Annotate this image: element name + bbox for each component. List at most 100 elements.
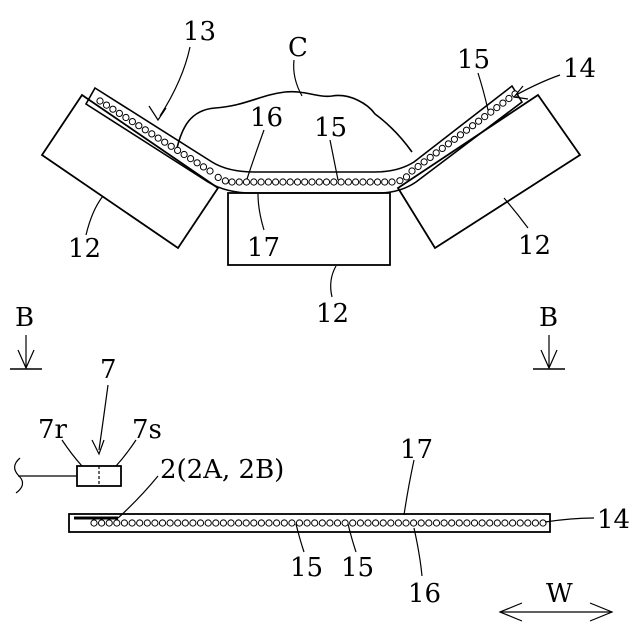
cavity-hole [479, 520, 485, 526]
cavity-hole [152, 520, 158, 526]
cavity-hole [296, 520, 302, 526]
cavity-hole [471, 520, 477, 526]
cavity-hole [294, 179, 300, 185]
label-12-right: 12 [518, 231, 551, 261]
cavity-hole [457, 132, 463, 138]
cavity-hole [215, 174, 221, 180]
cavity-hole [175, 520, 181, 526]
cavity-hole [228, 520, 234, 526]
label-14-bottom: 14 [597, 505, 630, 535]
cavity-hole [350, 520, 356, 526]
cavity-hole [418, 520, 424, 526]
cavity-hole [302, 179, 308, 185]
cavity-hole [427, 154, 433, 160]
cavity-hole [395, 520, 401, 526]
cavity-hole [327, 520, 333, 526]
cavity-hole [114, 520, 120, 526]
section-arrow-right-icon [533, 335, 565, 369]
cavity-hole [162, 139, 168, 145]
cavity-hole [149, 131, 155, 137]
cavity-hole [236, 520, 242, 526]
cavity-hole [374, 179, 380, 185]
section-arrow-left-icon [10, 335, 42, 369]
cavity-hole [91, 520, 97, 526]
cavity-hole [441, 520, 447, 526]
cavity-hole [411, 520, 417, 526]
cavity-hole [433, 150, 439, 156]
cavity-hole [388, 520, 394, 526]
cavity-hole [167, 520, 173, 526]
label-embedded-element: 2(2A, 2B) [160, 455, 284, 485]
cavity-hole [258, 179, 264, 185]
cavity-hole [159, 520, 165, 526]
cavity-hole [439, 145, 445, 151]
cavity-hole [373, 520, 379, 526]
cavity-hole [229, 179, 235, 185]
cavity-hole [532, 520, 538, 526]
cavity-hole [309, 179, 315, 185]
cavity-hole [289, 520, 295, 526]
cavity-hole [194, 160, 200, 166]
cavity-hole [487, 520, 493, 526]
cavity-hole [110, 106, 116, 112]
cavity-hole [382, 179, 388, 185]
cavity-hole [502, 520, 508, 526]
cavity-hole [222, 178, 228, 184]
cavity-hole [236, 179, 242, 185]
cavity-hole [421, 159, 427, 165]
label-15-top-right: 15 [457, 45, 490, 75]
cavity-hole [449, 520, 455, 526]
label-7s: 7s [132, 415, 162, 445]
cavity-hole [121, 520, 127, 526]
label-15-top-center: 15 [314, 113, 347, 143]
cavity-hole [281, 520, 287, 526]
cavity-hole [482, 114, 488, 120]
cavity-hole [415, 163, 421, 169]
label-7r: 7r [38, 415, 68, 445]
cavity-hole [464, 520, 470, 526]
label-14-top: 14 [563, 54, 596, 84]
cavity-hole [181, 151, 187, 157]
cavity-hole [205, 520, 211, 526]
label-12-left: 12 [68, 234, 101, 264]
conveyed-material [177, 92, 412, 152]
cavity-hole [506, 95, 512, 101]
cavity-hole [389, 179, 395, 185]
label-12-center: 12 [316, 299, 349, 329]
cavity-hole [357, 520, 363, 526]
cavity-hole [188, 156, 194, 162]
cavity-hole [360, 179, 366, 185]
cavity-hole [251, 520, 257, 526]
label-B-right: B [539, 303, 558, 333]
label-7: 7 [100, 355, 117, 385]
label-16-bottom: 16 [408, 579, 441, 609]
cavity-hole [304, 520, 310, 526]
label-17-bottom: 17 [400, 435, 433, 465]
cavity-hole [129, 119, 135, 125]
label-15-bottom-2: 15 [341, 553, 374, 583]
cavity-hole [456, 520, 462, 526]
cavity-hole [144, 520, 150, 526]
cavity-hole [220, 520, 226, 526]
cavity-hole [129, 520, 135, 526]
cavity-hole [500, 100, 506, 106]
cavity-hole [403, 174, 409, 180]
label-15-bottom-1: 15 [290, 553, 323, 583]
cavity-hole [274, 520, 280, 526]
cavity-hole [463, 127, 469, 133]
cavity-hole [367, 179, 373, 185]
cavity-hole [207, 168, 213, 174]
cavity-hole [451, 136, 457, 142]
cavity-hole [99, 520, 105, 526]
cavity-hole [494, 105, 500, 111]
cavity-hole [287, 179, 293, 185]
cavity-hole [251, 179, 257, 185]
cavity-hole [266, 520, 272, 526]
cavity-hole [243, 179, 249, 185]
cavity-hole [197, 520, 203, 526]
cavity-hole [476, 118, 482, 124]
cavity-hole [323, 179, 329, 185]
cavity-hole [175, 147, 181, 153]
label-16-top: 16 [250, 103, 283, 133]
cavity-hole [182, 520, 188, 526]
